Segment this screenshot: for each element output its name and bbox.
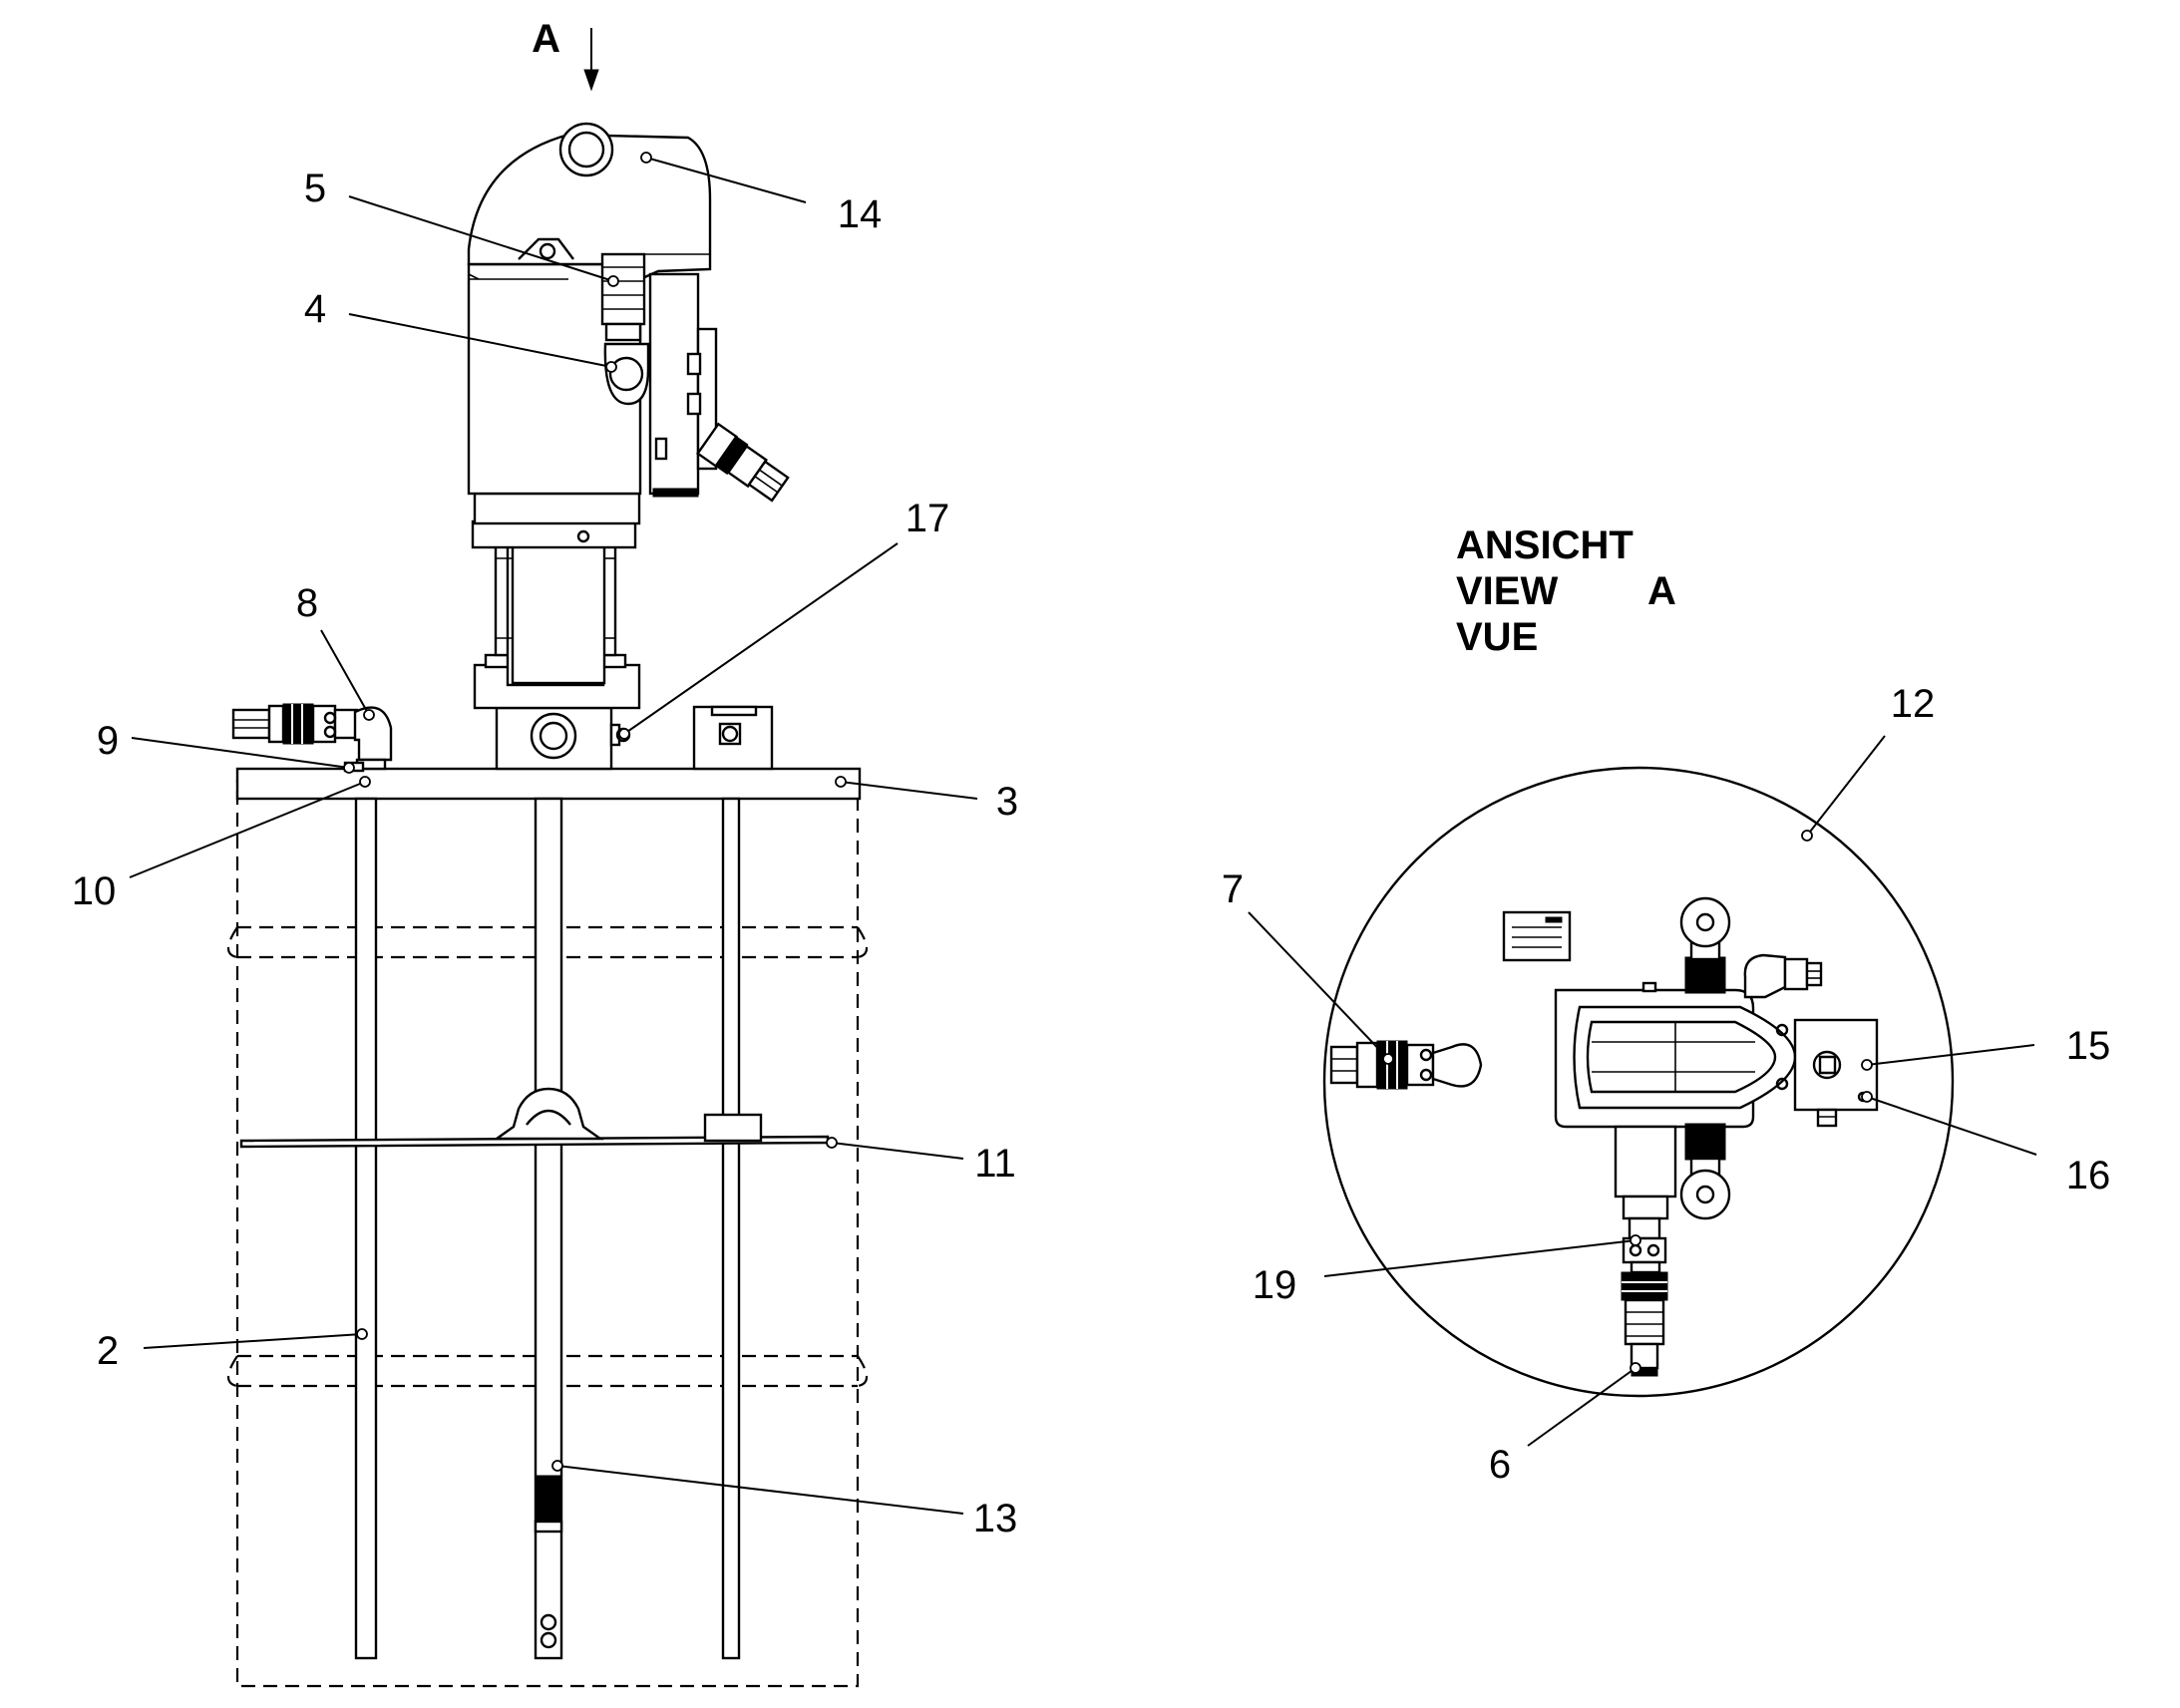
pump-column [471, 492, 641, 710]
suction-tube [534, 797, 563, 1660]
valve-block [648, 272, 790, 503]
callout-2: 2 [97, 1329, 119, 1373]
callout-12: 12 [1891, 682, 1936, 726]
view-title-line2: VIEW [1456, 569, 1558, 613]
callout-4: 4 [304, 287, 326, 331]
pump-base [495, 705, 774, 771]
view-a-marker-letter: A [532, 17, 560, 61]
callout-8: 8 [296, 581, 318, 625]
callout-11: 11 [974, 1142, 1016, 1186]
view-a-top-view [1322, 766, 1955, 1398]
callout-14: 14 [838, 192, 883, 236]
drum-lid [235, 767, 862, 801]
callout-5: 5 [304, 167, 326, 210]
tie-rods [354, 797, 741, 1660]
view-title-line1: ANSICHT [1456, 523, 1634, 567]
view-title-line2-letter: A [1647, 569, 1676, 613]
callout-3: 3 [996, 780, 1018, 824]
callout-13: 13 [973, 1497, 1018, 1540]
callout-19: 19 [1253, 1263, 1297, 1307]
callout-9: 9 [97, 719, 119, 763]
callout-6: 6 [1489, 1443, 1511, 1487]
muffler [600, 252, 646, 342]
callout-16: 16 [2066, 1154, 2111, 1197]
air-motor [467, 122, 712, 496]
valve-ring [603, 342, 650, 406]
callout-7: 7 [1222, 867, 1244, 911]
callout-15: 15 [2066, 1024, 2111, 1068]
view-a-arrow: A [532, 17, 599, 92]
view-a-title: ANSICHT VIEW A VUE [1456, 523, 1676, 659]
view-title-line3: VUE [1456, 615, 1538, 659]
callouts: 14 5 4 17 8 9 10 3 11 2 [72, 152, 2111, 1540]
callout-10: 10 [72, 869, 117, 913]
callout-17: 17 [906, 497, 950, 540]
